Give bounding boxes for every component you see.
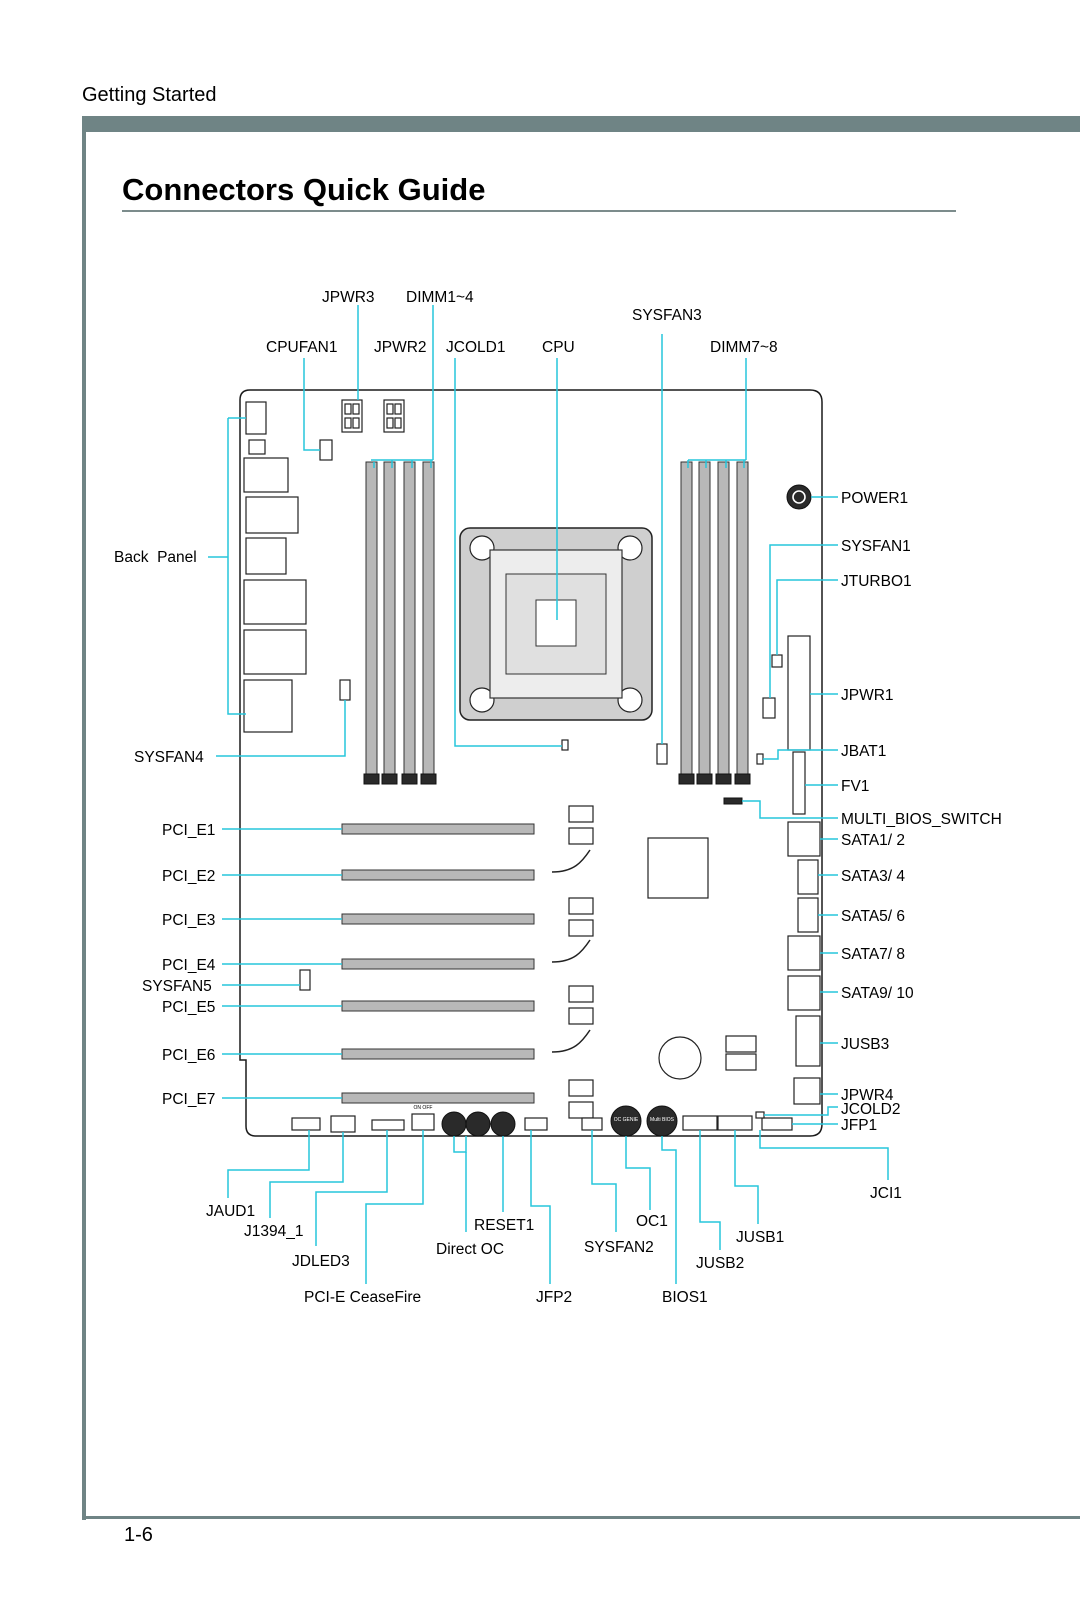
power-button-icon	[786, 484, 812, 510]
connector-labels: JPWR3 DIMM1~4 SYSFAN3 CPUFAN1 JPWR2 JCOL…	[114, 289, 1002, 1306]
label-jaud1: JAUD1	[206, 1203, 255, 1220]
label-sata5-6: SATA5/ 6	[841, 908, 905, 925]
multi-bios-switch	[723, 797, 743, 805]
jcold1-jumper	[561, 739, 569, 751]
sysfan5-header	[299, 969, 311, 991]
bottom-rule	[82, 1516, 1080, 1519]
section-header: Getting Started	[82, 84, 217, 106]
left-margin-rule	[82, 116, 86, 1520]
pcie-slots	[341, 805, 594, 1119]
oc-genie-button-label: OC GENIE	[614, 1117, 639, 1123]
page-number: 1-6	[124, 1524, 153, 1546]
dimm-slots-right	[678, 461, 751, 785]
back-panel-ports	[243, 401, 307, 733]
atx-24pin-connector	[787, 635, 811, 751]
label-sata3-4: SATA3/ 4	[841, 868, 905, 885]
label-jpwr1: JPWR1	[841, 687, 894, 704]
label-pci-e1: PCI_E1	[162, 822, 215, 839]
dimm-slots-left	[363, 461, 437, 785]
label-sysfan1: SYSFAN1	[841, 538, 911, 555]
label-pci-e7: PCI_E7	[162, 1091, 215, 1108]
label-j1394-1: J1394_1	[244, 1223, 303, 1240]
label-pci-e-ceasefire: PCI-E CeaseFire	[304, 1289, 421, 1306]
label-sysfan3: SYSFAN3	[632, 307, 702, 324]
label-sysfan4: SYSFAN4	[134, 749, 204, 766]
label-direct-oc: Direct OC	[436, 1241, 504, 1258]
label-sysfan5: SYSFAN5	[142, 978, 212, 995]
label-jdled3: JDLED3	[292, 1253, 350, 1270]
label-jpwr3: JPWR3	[322, 289, 375, 306]
ceasefire-switch-label: ON OFF	[414, 1105, 433, 1111]
label-oc1: OC1	[636, 1213, 668, 1230]
label-jcold1: JCOLD1	[446, 339, 505, 356]
label-sata7-8: SATA7/ 8	[841, 946, 905, 963]
sysfan4-header	[339, 679, 351, 701]
label-power1: POWER1	[841, 490, 908, 507]
label-jusb3: JUSB3	[841, 1036, 889, 1053]
chipset-heatsink	[647, 837, 709, 899]
sysfan1-header	[762, 697, 776, 719]
label-bios1: BIOS1	[662, 1289, 708, 1306]
label-sata1-2: SATA1/ 2	[841, 832, 905, 849]
label-sysfan2: SYSFAN2	[584, 1239, 654, 1256]
label-pci-e6: PCI_E6	[162, 1047, 215, 1064]
page-title: Connectors Quick Guide	[122, 172, 486, 207]
label-pci-e2: PCI_E2	[162, 868, 215, 885]
jbat1-jumper	[756, 753, 764, 765]
label-cpufan1: CPUFAN1	[266, 339, 338, 356]
label-jfp1: JFP1	[841, 1117, 877, 1134]
label-back-panel: Back Panel	[114, 549, 197, 566]
label-jturbo1: JTURBO1	[841, 573, 912, 590]
label-jusb1: JUSB1	[736, 1229, 784, 1246]
leader-lines	[208, 305, 889, 1284]
header-bar	[82, 116, 1080, 132]
label-jcold2: JCOLD2	[841, 1101, 900, 1118]
fv1-header	[792, 751, 806, 815]
debug-led-display	[725, 1035, 757, 1071]
label-dimm7-8: DIMM7~8	[710, 339, 778, 356]
label-jbat1: JBAT1	[841, 743, 886, 760]
label-jci1: JCI1	[870, 1185, 902, 1202]
sysfan3-header	[656, 743, 668, 765]
cpu-socket	[459, 527, 653, 721]
label-jfp2: JFP2	[536, 1289, 572, 1306]
jturbo1-header	[771, 654, 783, 668]
label-pci-e3: PCI_E3	[162, 912, 215, 929]
multi-bios-button-label: Multi BIOS	[650, 1117, 675, 1123]
label-sata9-10: SATA9/ 10	[841, 985, 914, 1002]
cpu-power-connectors	[341, 399, 405, 433]
label-jpwr4: JPWR4	[841, 1087, 894, 1104]
label-pci-e4: PCI_E4	[162, 957, 216, 974]
label-multi-bios-switch: MULTI_BIOS_SWITCH	[841, 811, 1002, 828]
label-reset1: RESET1	[474, 1217, 534, 1234]
motherboard-outline	[239, 389, 823, 1137]
battery	[658, 1036, 702, 1080]
label-pci-e5: PCI_E5	[162, 999, 215, 1016]
bottom-edge-headers	[291, 1105, 793, 1137]
label-fv1: FV1	[841, 778, 869, 795]
label-jpwr2: JPWR2	[374, 339, 427, 356]
title-underline	[122, 210, 956, 212]
label-dimm1-4: DIMM1~4	[406, 289, 474, 306]
cpufan1-header	[319, 439, 333, 461]
label-jusb2: JUSB2	[696, 1255, 744, 1272]
label-cpu: CPU	[542, 339, 575, 356]
